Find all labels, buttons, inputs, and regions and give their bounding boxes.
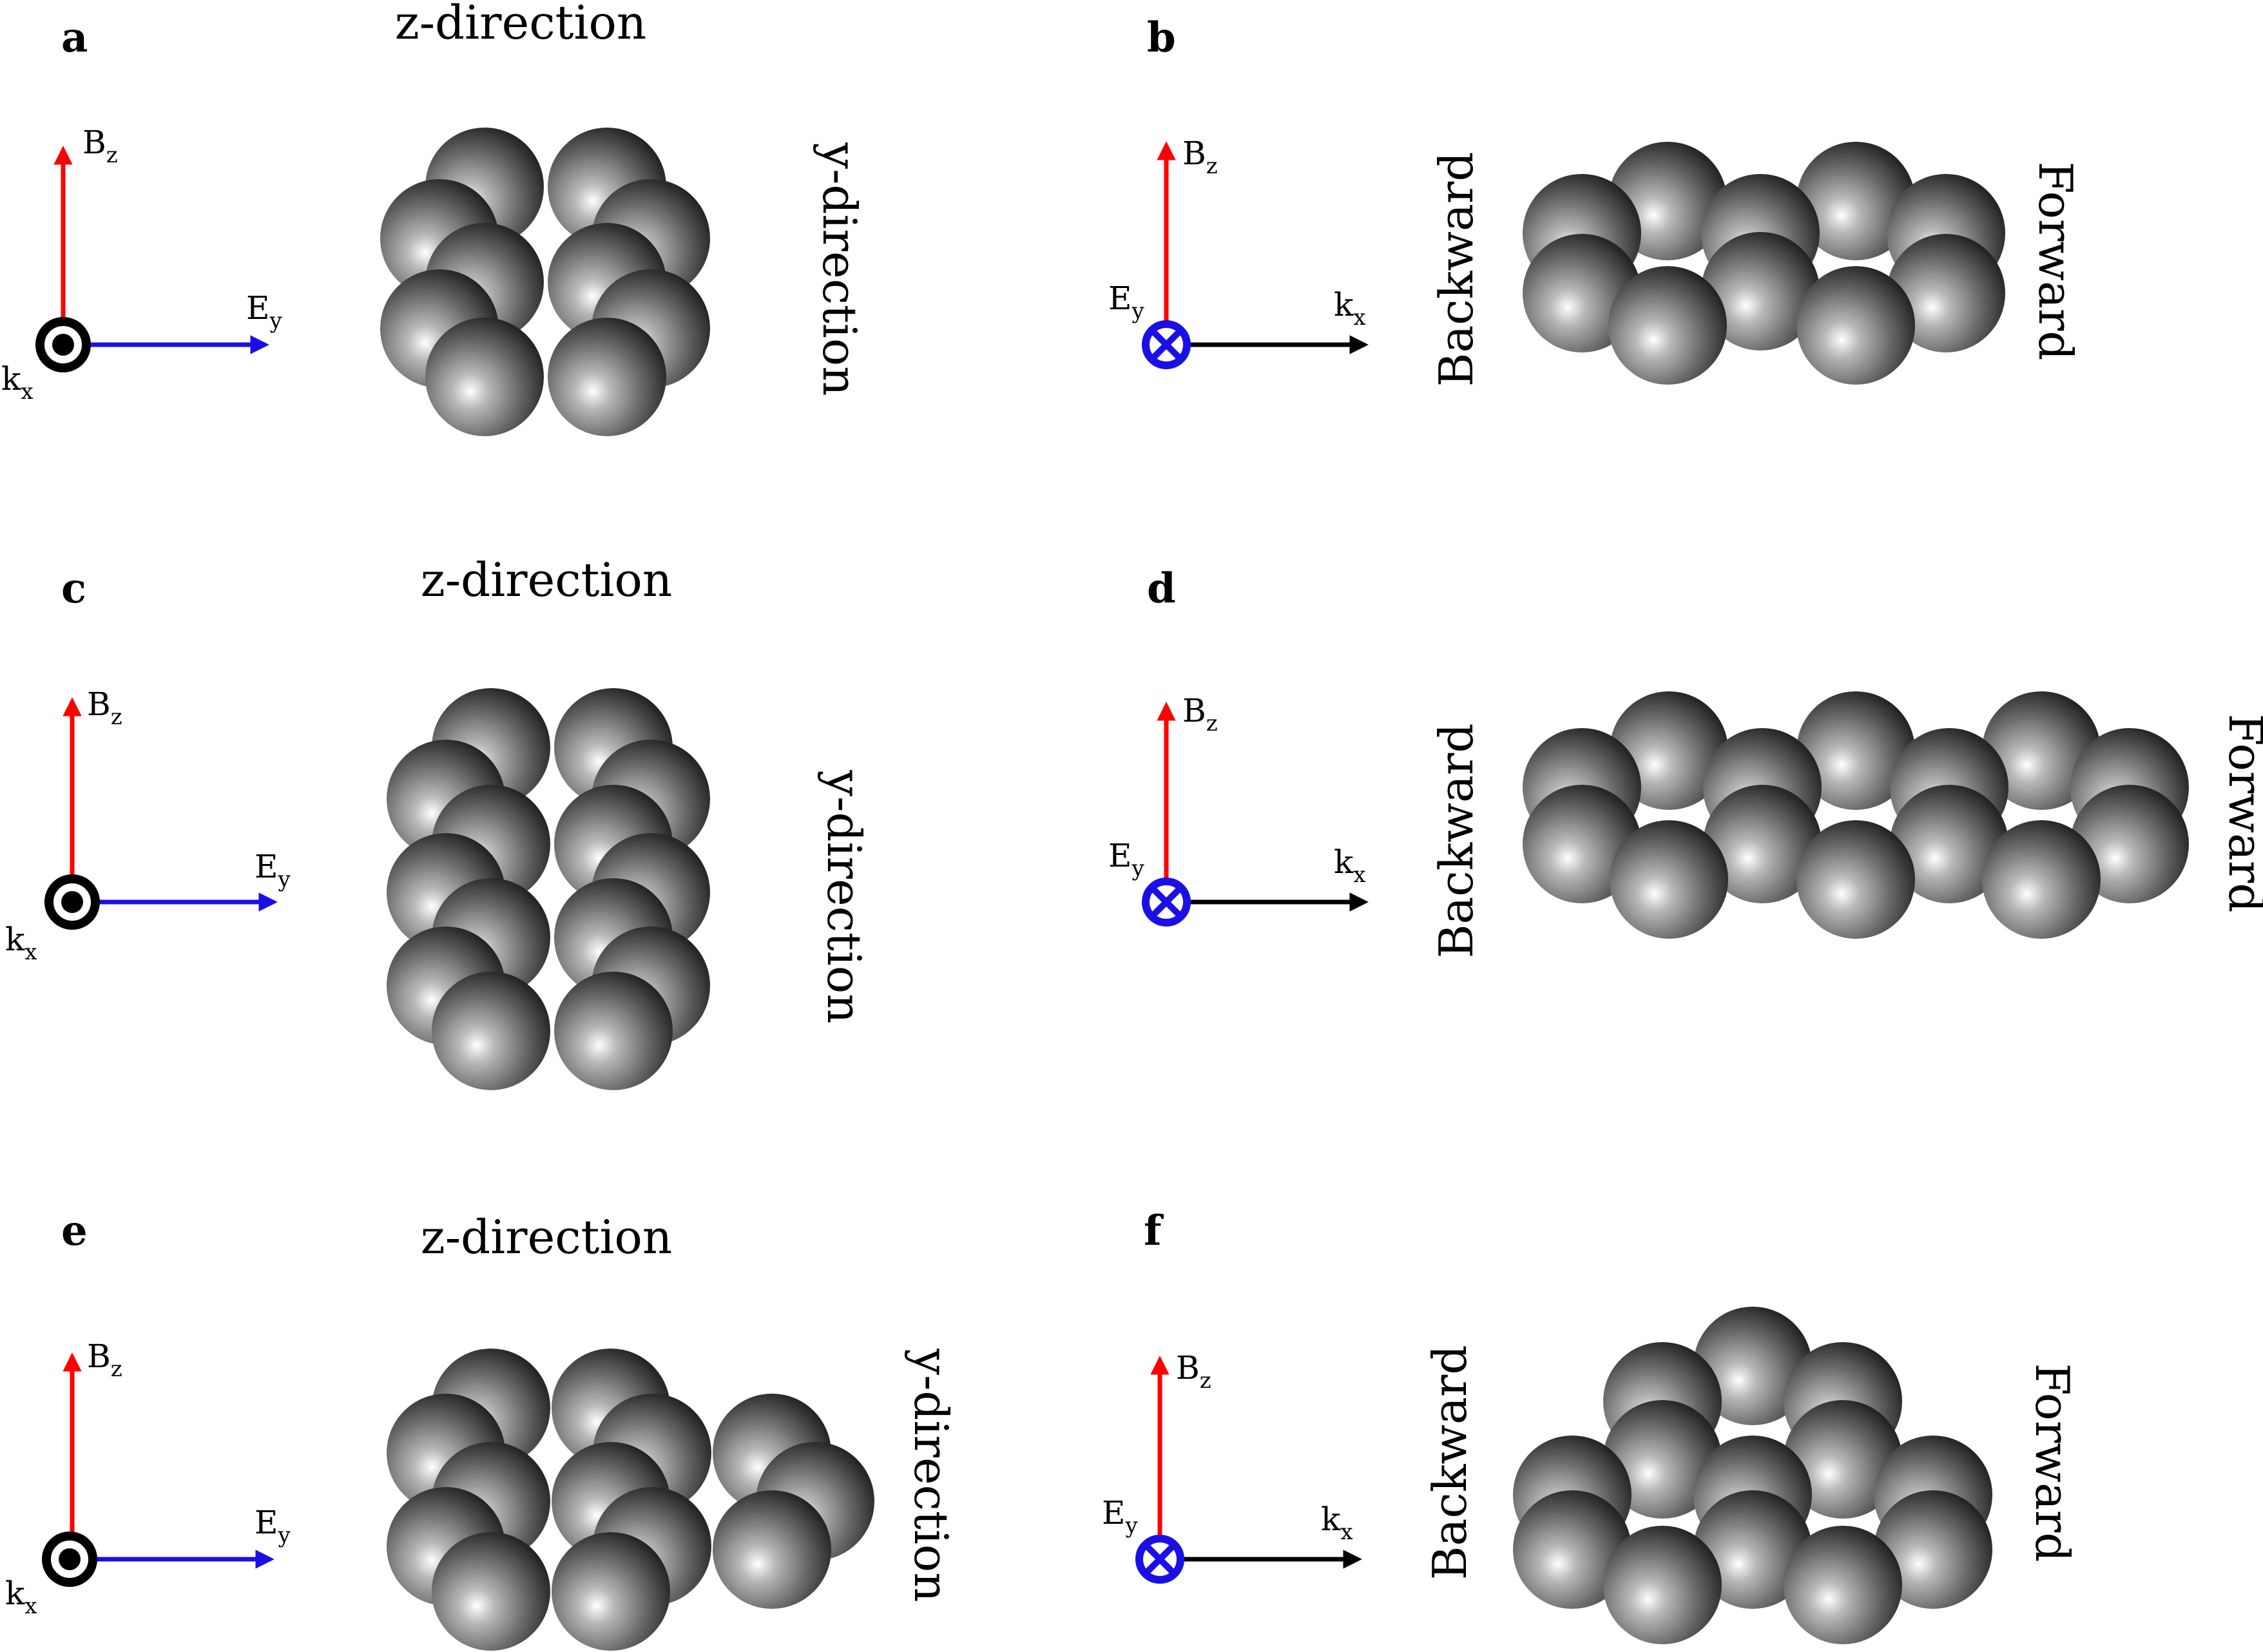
panel-label-b: b [1147,14,1176,62]
panel-d-nanoparticle-cluster [1523,691,2189,939]
sphere [548,318,666,436]
panel-label-d: d [1147,564,1176,613]
sphere [554,972,673,1090]
sphere [1608,266,1727,385]
e-into-plane-cross-icon [1151,329,1182,360]
sphere [1890,785,2008,903]
panel-d: d Bz Ey kx Backward F [1108,564,2263,958]
sphere [1784,1400,1902,1519]
b-axis-label: Bz [1182,135,1218,179]
e-axis-label: Ey [1102,1494,1139,1539]
k-axis-label: kx [5,1575,37,1619]
panel-d-axes: Bz Ey kx [1108,692,1369,927]
b-axis-label: Bz [87,1338,122,1382]
sphere [1693,1307,1812,1425]
panel-a-axes: Bz Ey kx [1,124,283,405]
panel-f-forward-label: Forward [2025,1363,2079,1562]
panel-a-heading: z-direction [395,0,646,50]
panel-label-f: f [1144,1207,1164,1255]
k-axis-label: kx [1334,286,1366,331]
panel-b-backward-label: Backward [1429,152,1483,387]
sphere [1703,785,1822,903]
b-axis-label: Bz [87,686,122,730]
sphere [1603,1400,1722,1519]
sphere [1796,820,1915,939]
panel-b-forward-label: Forward [2028,162,2083,361]
k-out-of-plane-dot-icon [52,334,74,356]
sphere [1784,1526,1902,1644]
e-axis-label: Ey [255,848,291,892]
sphere [1701,232,1820,351]
sphere [1796,142,1915,260]
e-axis-label: Ey [246,289,283,334]
panel-b: b Bz Ey kx Backward Forward [1108,14,2083,387]
panel-b-axes: Bz Ey kx [1108,135,1369,369]
panel-f-backward-label: Backward [1423,1345,1477,1580]
panel-f: f Bz Ey kx Backward Forward [1102,1207,2079,1644]
b-axis-label: Bz [1182,692,1218,736]
e-axis-label: Ey [255,1504,291,1548]
panel-e-heading: z-direction [421,1210,672,1264]
k-out-of-plane-dot-icon [61,891,83,913]
sphere [1796,691,1915,810]
panel-label-e: e [61,1207,88,1255]
panel-c-side-label: y-direction [817,769,871,1023]
sphere [432,972,550,1090]
sphere [425,318,544,436]
k-out-of-plane-dot-icon [59,1548,81,1570]
sphere [432,1532,550,1651]
panel-label-a: a [61,14,88,62]
k-axis-label: kx [1,360,34,405]
panel-e-axes: Bz Ey kx [5,1338,291,1619]
panel-c-nanoparticle-cluster [387,688,710,1090]
panel-c-heading: z-direction [421,553,672,607]
e-into-plane-cross-icon [1151,887,1182,917]
b-axis-label: Bz [82,124,118,168]
sphere [1603,1526,1722,1644]
panel-e-side-label: y-direction [904,1348,958,1602]
b-axis-label: Bz [1176,1349,1211,1394]
e-axis-label: Ey [1108,837,1145,881]
e-into-plane-cross-icon [1144,1544,1175,1575]
panel-label-c: c [61,564,86,613]
panel-f-axes: Bz Ey kx [1102,1349,1362,1584]
panel-d-forward-label: Forward [2219,714,2263,913]
k-axis-label: kx [5,921,37,965]
panel-e: e z-direction Bz Ey kx y-direction [5,1207,958,1651]
panel-c-axes: Bz Ey kx [5,686,291,965]
panel-c: c z-direction Bz Ey kx y-dir [5,553,871,1090]
sphere [1513,1490,1632,1609]
sphere [1874,1490,1992,1609]
sphere [1693,1490,1812,1609]
e-axis-label: Ey [1108,280,1145,324]
panel-e-nanoparticle-cluster [387,1349,874,1651]
sphere [713,1490,831,1609]
panel-b-nanoparticle-cluster [1523,142,2005,385]
k-axis-label: kx [1334,843,1366,888]
panel-a: a z-direction Bz Ey kx y-direction [1,0,867,436]
sphere [1796,266,1915,385]
k-axis-label: kx [1321,1501,1353,1545]
panel-a-nanoparticle-cluster [380,128,710,436]
sphere [1982,820,2101,939]
panel-a-side-label: y-direction [813,142,867,396]
panel-f-nanoparticle-cluster [1513,1307,1992,1644]
sphere [552,1532,670,1651]
sphere [1887,234,2005,352]
panel-d-backward-label: Backward [1429,724,1483,959]
sphere [1610,820,1728,939]
